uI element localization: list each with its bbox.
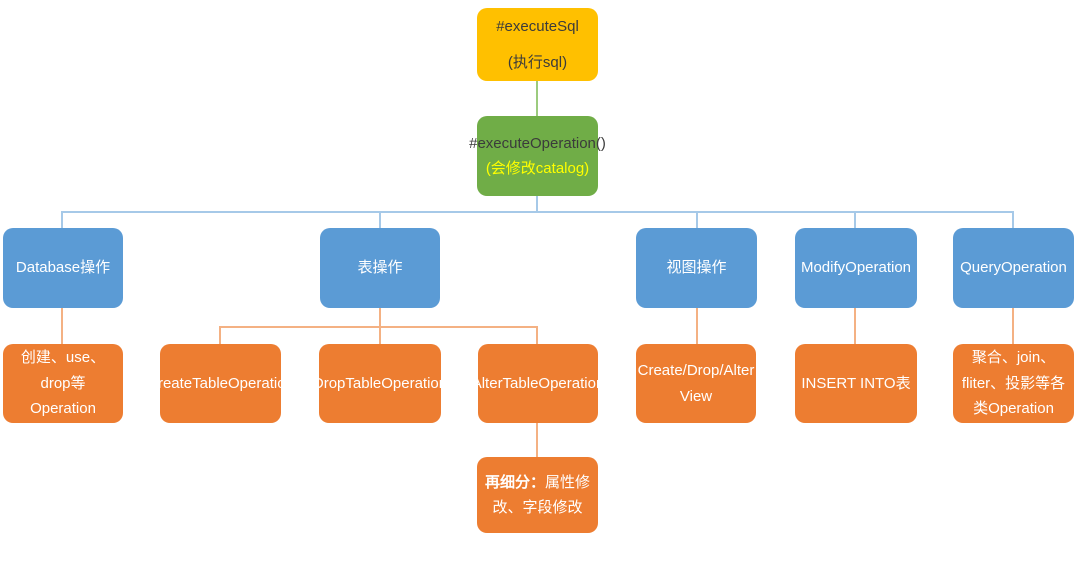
- connector-bus-to-database-ops: [61, 211, 63, 228]
- connector-bus-to-view-ops: [696, 211, 698, 228]
- connector-root-to-executor: [536, 81, 538, 116]
- leaf-query-operation-detail-label: 聚合、join、fliter、投影等各类Operation: [961, 349, 1066, 418]
- node-alter-subdivision-label: 属性修改、字段修改: [492, 473, 591, 517]
- leaf-drop-table-operation: DropTableOperation: [313, 344, 447, 423]
- node-database-operations-label: Database操作: [15, 259, 111, 277]
- connector-level1-bus: [62, 211, 1013, 213]
- node-executeoperation-note: (会修改catalog): [485, 160, 590, 177]
- connector-alter-to-detail: [536, 423, 538, 457]
- leaf-drop-table-operation-label: DropTableOperation: [312, 374, 448, 392]
- connector-table-to-bus2: [379, 308, 381, 326]
- leaf-alter-table-operation: AlterTableOperation: [472, 344, 604, 423]
- leaf-insert-into-table-label: INSERT INTO表: [801, 374, 911, 392]
- leaf-database-ops-detail: 创建、use、drop等Operation: [3, 344, 123, 423]
- connector-executor-to-bus: [536, 196, 538, 212]
- node-executesql: #executeSql (执行sql): [477, 8, 598, 81]
- node-executesql-title: #executeSql: [496, 18, 579, 35]
- leaf-create-table-operation-label: CreateTableOperation: [147, 374, 294, 392]
- connector-view-to-leaf: [696, 308, 698, 344]
- node-view-operations: 视图操作: [636, 228, 757, 308]
- connector-table-bus: [220, 326, 537, 328]
- leaf-create-table-operation: CreateTableOperation: [147, 344, 294, 423]
- leaf-alter-table-operation-label: AlterTableOperation: [471, 374, 605, 392]
- connector-bus-to-modify-op: [854, 211, 856, 228]
- node-modify-operation-label: ModifyOperation: [800, 259, 912, 277]
- leaf-query-operation-detail: 聚合、join、fliter、投影等各类Operation: [953, 344, 1074, 423]
- connector-bus-to-query-op: [1012, 211, 1014, 228]
- node-executeoperation-title: #executeOperation(): [469, 134, 606, 152]
- node-modify-operation: ModifyOperation: [795, 228, 917, 308]
- leaf-database-ops-detail-label: 创建、use、drop等Operation: [20, 349, 106, 418]
- node-query-operation: QueryOperation: [953, 228, 1074, 308]
- connector-modify-to-leaf: [854, 308, 856, 344]
- connector-query-to-leaf: [1012, 308, 1014, 344]
- node-executesql-subtitle: (执行sql): [507, 53, 568, 71]
- node-executeoperation: #executeOperation() (会修改catalog): [469, 116, 606, 196]
- leaf-insert-into-table: INSERT INTO表: [795, 344, 917, 423]
- leaf-create-drop-alter-view-label: Create/Drop/Alter View: [637, 362, 755, 405]
- node-database-operations: Database操作: [3, 228, 123, 308]
- leaf-create-drop-alter-view: Create/Drop/Alter View: [636, 344, 756, 423]
- node-table-operations: 表操作: [320, 228, 440, 308]
- node-query-operation-label: QueryOperation: [960, 259, 1067, 277]
- connector-bus2-to-alter-table: [536, 326, 538, 344]
- connector-bus-to-table-ops: [379, 211, 381, 228]
- node-alter-subdivision-text: 再细分：属性修改、字段修改: [482, 470, 593, 521]
- node-view-operations-label: 视图操作: [666, 259, 727, 277]
- node-alter-subdivision: 再细分：属性修改、字段修改: [477, 457, 598, 533]
- node-table-operations-label: 表操作: [357, 259, 403, 277]
- connector-bus2-to-create-table: [219, 326, 221, 344]
- connector-bus2-to-drop-table: [379, 326, 381, 344]
- node-alter-subdivision-prefix: 再细分：: [484, 473, 545, 491]
- connector-database-to-leaf: [61, 308, 63, 344]
